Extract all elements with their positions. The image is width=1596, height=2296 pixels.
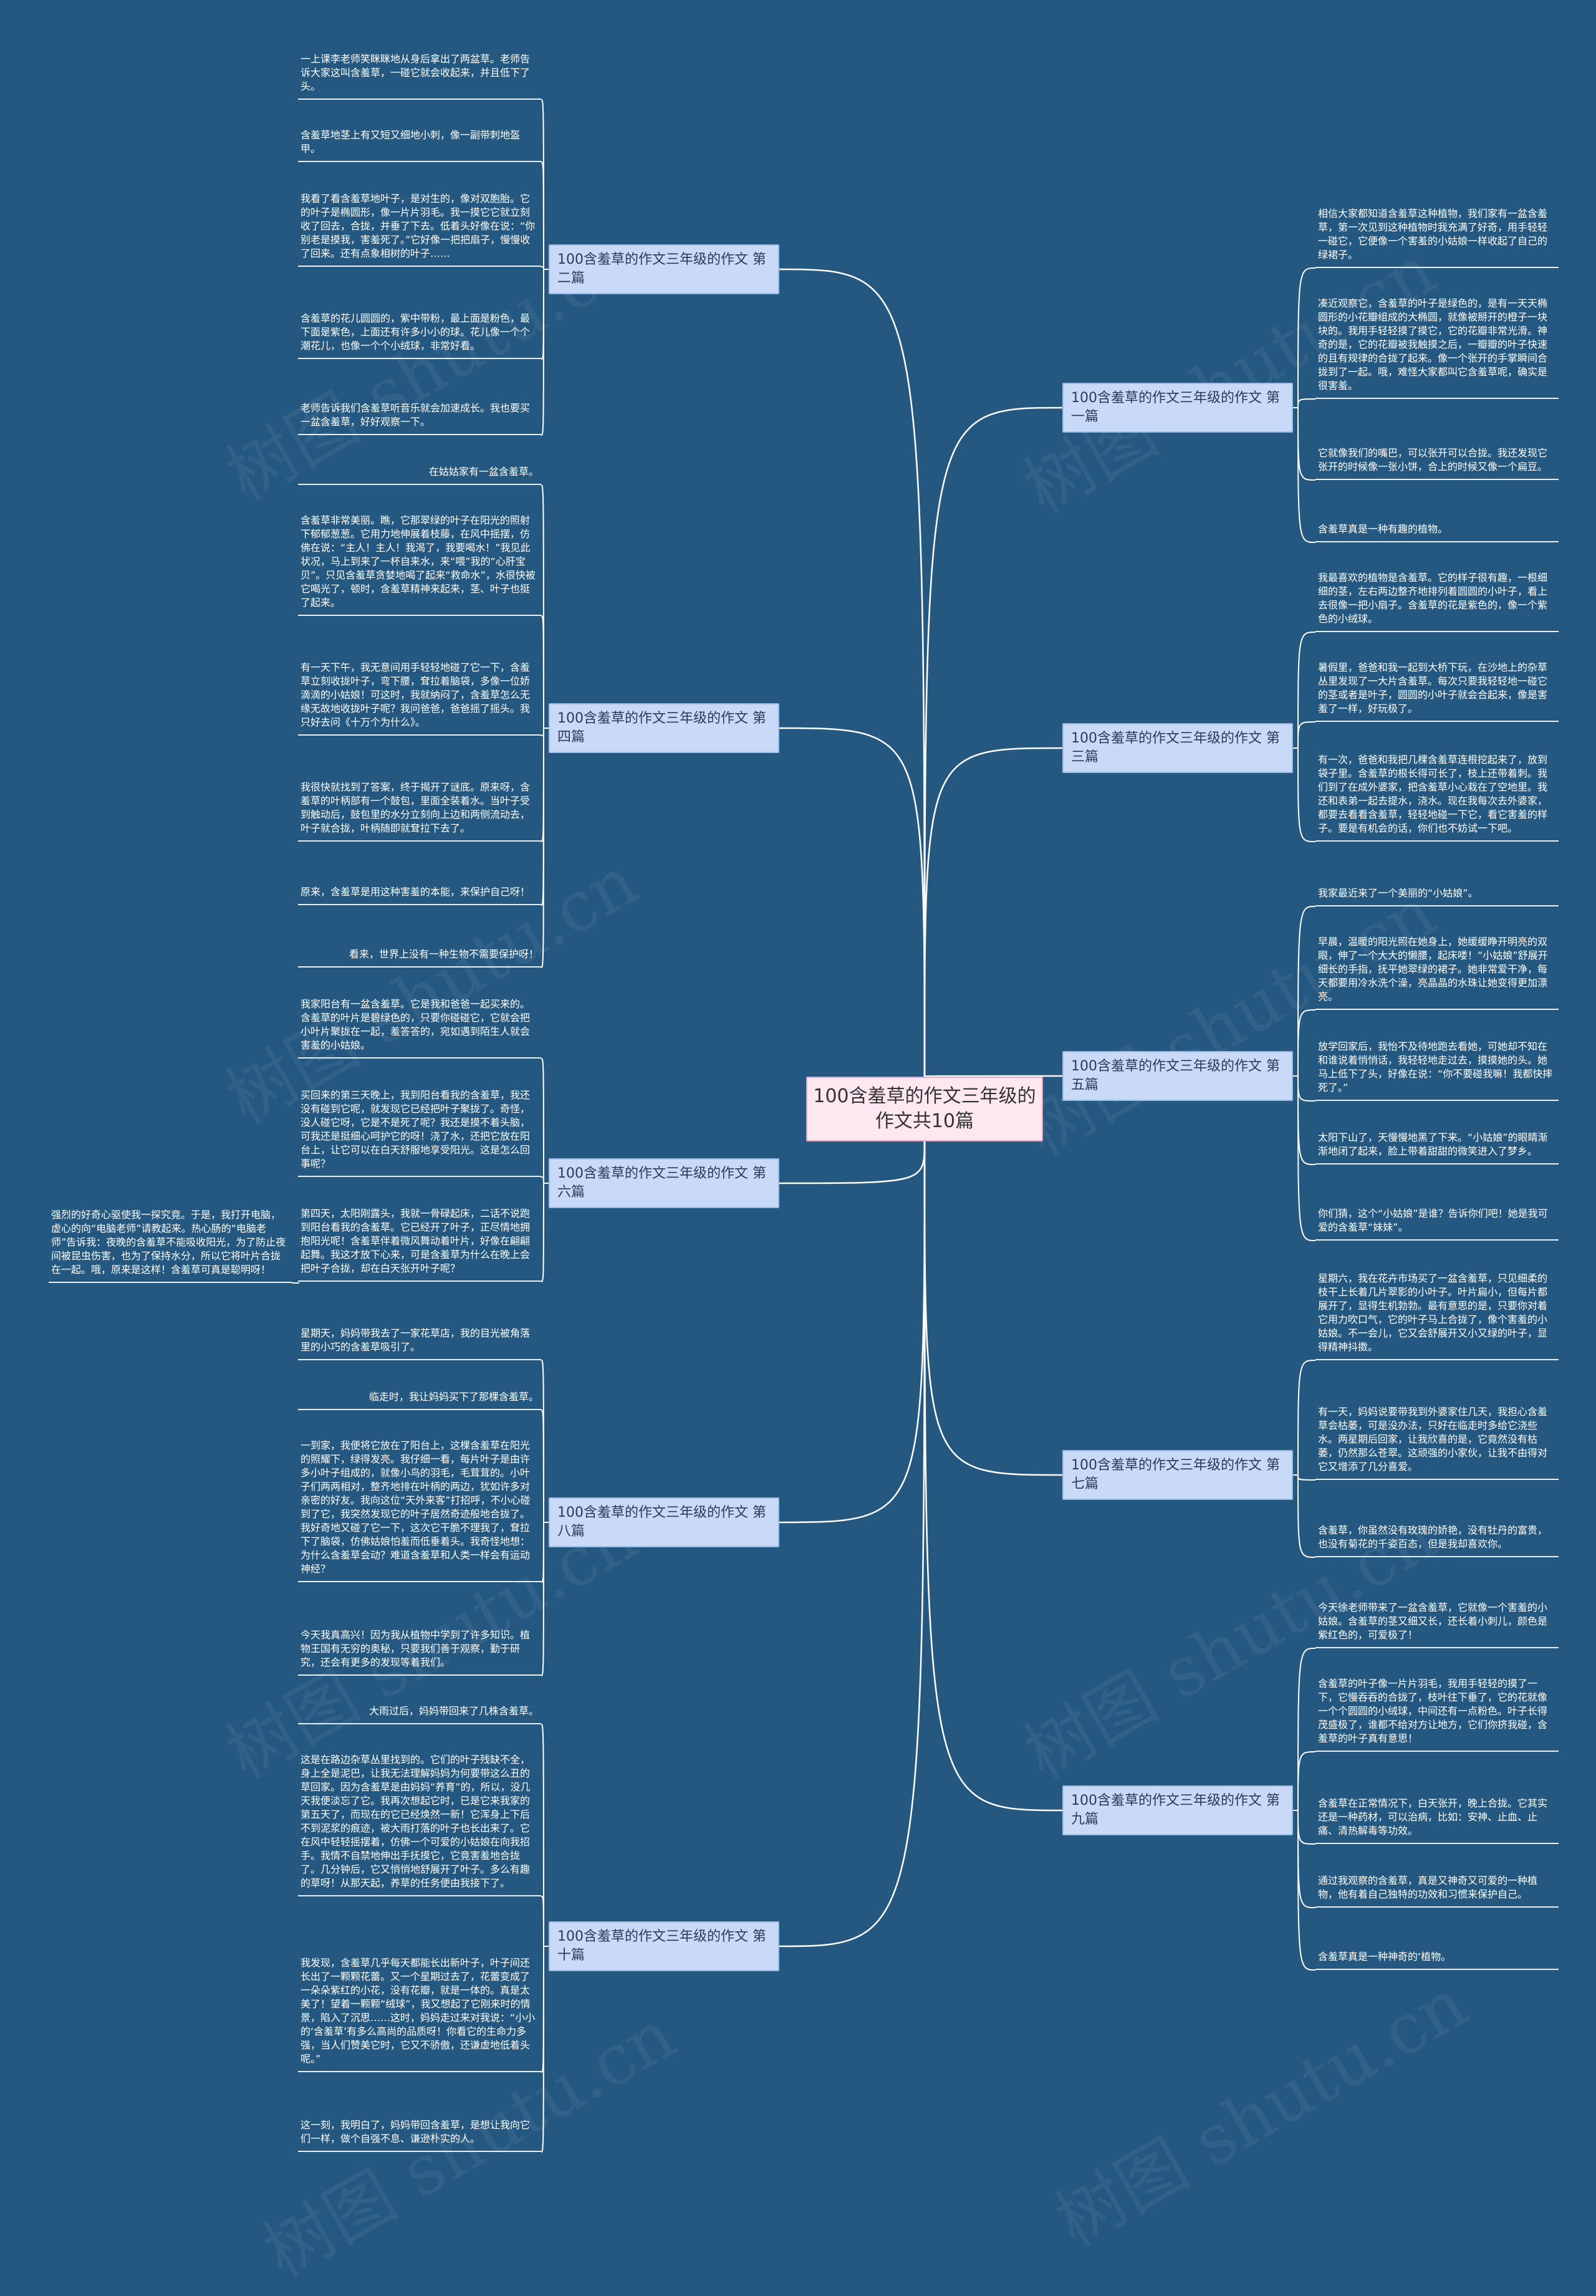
connector-line: [1297, 267, 1316, 408]
leaf-note: 放学回家后，我怡不及待地跑去看她，可她却不知在和谁说着悄悄话，我轻轻地走过去，摸…: [1315, 1040, 1559, 1101]
leaf-note: 我家阳台有一盆含羞草。它是我和爸爸一起买来的。含羞草的叶片是碧绿色的，只要你碰碰…: [298, 997, 541, 1059]
leaf-note: 有一天下午，我无意间用手轻轻地碰了它一下，含羞草立刻收拢叶子，弯下腰，耷拉着脑袋…: [298, 661, 541, 736]
connector-line: [1297, 1474, 1316, 1558]
connector-line: [1297, 1075, 1316, 1241]
connector-line: [923, 1141, 1063, 1812]
leaf-note: 凑近观察它，含羞草的叶子是绿色的，是有一天天椭圆形的小花瓣组成的大椭圆，就像被掰…: [1315, 297, 1559, 399]
connector-line: [1297, 407, 1316, 481]
leaf-note: 含羞草地茎上有又短又细地小刺，像一副带刺地盔甲。: [298, 128, 541, 162]
connector-line: [541, 1896, 544, 1947]
connector-line: [541, 266, 544, 270]
branch-topic[interactable]: 100含羞草的作文三年级的作文 第三篇: [1062, 723, 1293, 773]
branch-topic[interactable]: 100含羞草的作文三年级的作文 第一篇: [1062, 383, 1293, 433]
leaf-note: 第四天，太阳刚露头，我就一骨碌起床，二话不说跑到阳台看我的含羞草。它已经开了叶子…: [298, 1207, 541, 1282]
branch-topic[interactable]: 100含羞草的作文三年级的作文 第二篇: [549, 244, 779, 294]
leaf-note: 相信大家都知道含羞草这种植物，我们家有一盆含羞草，第一次见到这种植物时我充满了好…: [1315, 207, 1559, 268]
branch-topic[interactable]: 100含羞草的作文三年级的作文 第六篇: [549, 1158, 779, 1208]
leaf-note: 大雨过后，妈妈带回来了几株含羞草。: [298, 1704, 541, 1724]
leaf-note: 太阳下山了，天慢慢地黑了下来。“小姑娘”的眼睛渐渐地闭了起来，脸上带着甜甜的微笑…: [1315, 1131, 1559, 1165]
branch-topic[interactable]: 100含羞草的作文三年级的作文 第四篇: [549, 703, 779, 753]
connector-line: [1297, 1810, 1316, 1908]
connector-line: [1297, 1075, 1316, 1102]
connector-line: [541, 1176, 544, 1184]
leaf-note: 含羞草，你虽然没有玫瑰的娇艳，没有牡丹的富贵，也没有菊花的千姿百态，但是我却喜欢…: [1315, 1524, 1559, 1557]
leaf-note: 原来，含羞草是用这种害羞的本能，来保护自己呀！: [298, 885, 541, 905]
connector-line: [1297, 721, 1316, 749]
leaf-note: 看来，世界上没有一种生物不需要保护呀！: [298, 948, 541, 968]
leaf-note: 强烈的好奇心驱使我一探究竟。于是，我打开电脑，虚心的向“电脑老师”请教起来。热心…: [49, 1208, 292, 1283]
connector-line: [1297, 1009, 1316, 1077]
leaf-note: 我家最近来了一个美丽的“小姑娘”。: [1315, 886, 1559, 906]
leaf-note: 一到家，我便将它放在了阳台上，这棵含羞草在阳光的照耀下，绿得发亮。我仔细一看，每…: [298, 1439, 541, 1582]
leaf-note: 我最喜欢的植物是含羞草。它的样子很有趣，一根细细的茎，左右两边整齐地排列着圆圆的…: [1315, 571, 1559, 632]
leaf-note: 我很快就找到了答案，终于揭开了谜底。原来呀，含羞草的叶柄部有一个鼓包，里面全装着…: [298, 781, 541, 842]
leaf-note: 有一次，爸爸和我把几棵含羞草连根挖起来了，放到袋子里。含羞草的根长得可长了，枝上…: [1315, 753, 1559, 842]
leaf-note: 今天我真高兴！因为我从植物中学到了许多知识。植物王国有无穷的奥秘，只要我们善于观…: [298, 1628, 541, 1676]
connector-line: [923, 1141, 1063, 1476]
connector-line: [541, 1183, 544, 1282]
connector-lines: [292, 99, 1316, 2153]
connector-line: [541, 1522, 544, 1676]
leaf-note: 含羞草真是一种神奇的‘植物。: [1315, 1950, 1559, 1970]
connector-line: [779, 268, 926, 1077]
connector-line: [1297, 1810, 1316, 1971]
connector-line: [541, 1946, 544, 2153]
leaf-note: 含羞草的花儿圆圆的，紫中带粉，最上面是粉色，最下面是紫色，上面还有许多小小的球。…: [298, 312, 541, 359]
connector-line: [1297, 747, 1316, 842]
connector-line: [1297, 906, 1316, 1077]
branch-topic[interactable]: 100含羞草的作文三年级的作文 第七篇: [1062, 1450, 1293, 1500]
branch-topic[interactable]: 100含羞草的作文三年级的作文 第五篇: [1062, 1051, 1293, 1101]
connector-line: [1297, 407, 1316, 543]
leaf-note: 今天徐老师带来了一盆含羞草，它就像一个害羞的小姑娘。含羞草的茎又细又长，还长着小…: [1315, 1601, 1559, 1648]
connector-line: [541, 1724, 544, 1947]
leaf-note: 这是在路边杂草丛里找到的。它们的叶子残缺不全，身上全是泥巴，让我无法理解妈妈为何…: [298, 1753, 541, 1896]
leaf-note: 含羞草非常美丽。瞧，它那翠绿的叶子在阳光的照射下郁郁葱葱。它用力地伸展着枝藤，在…: [298, 514, 541, 616]
leaf-note: 有一天，妈妈说要带我到外婆家住几天，我担心含羞草会枯萎，可是没办法，只好在临走时…: [1315, 1405, 1559, 1480]
connector-line: [541, 615, 544, 729]
leaf-note: 含羞草的叶子像一片片羽毛，我用手轻轻的摸了一下，它慢吞吞的合拢了，枝叶往下垂了，…: [1315, 1677, 1559, 1752]
branch-topic[interactable]: 100含羞草的作文三年级的作文 第十篇: [549, 1921, 779, 1971]
leaf-note: 临走时，我让妈妈买下了那棵含羞草。: [298, 1390, 541, 1410]
leaf-note: 一上课李老师笑眯眯地从身后拿出了两盆草。老师告诉大家这叫含羞草，一碰它就会收起来…: [298, 52, 541, 100]
connector-line: [1297, 632, 1316, 749]
branch-topic[interactable]: 100含羞草的作文三年级的作文 第九篇: [1062, 1785, 1293, 1835]
leaf-note: 星期天，妈妈带我去了一家花草店，我的目光被角落里的小巧的含羞草吸引了。: [298, 1327, 541, 1360]
leaf-note: 它就像我们的嘴巴，可以张开可以合拢。我还发现它张开的时候像一张小饼，合上的时候又…: [1315, 446, 1559, 480]
leaf-note: 星期六，我在花卉市场买了一盆含羞草，只见细柔的枝干上长着几片翠影的小叶子。叶片扁…: [1315, 1272, 1559, 1360]
connector-line: [541, 1410, 544, 1523]
connector-line: [1297, 1474, 1316, 1481]
connector-line: [1297, 1075, 1316, 1165]
leaf-note: 早晨，温暖的阳光照在她身上，她缓缓睁开明亮的双眼，伸了一个大大的懒腰，起床喽！“…: [1315, 935, 1559, 1010]
leaf-note: 在姑姑家有一盆含羞草。: [298, 465, 541, 485]
connector-line: [1297, 1810, 1316, 1845]
connector-line: [541, 1058, 544, 1184]
branch-topic[interactable]: 100含羞草的作文三年级的作文 第八篇: [549, 1497, 779, 1547]
connector-line: [779, 1141, 926, 1524]
leaf-note: 含羞草真是一种有趣的植物。: [1315, 522, 1559, 542]
connector-line: [923, 1075, 1063, 1078]
leaf-note: 含羞草在正常情况下，白天张开，晚上合拢。它其实还是一种药材，可以治病，比如：安神…: [1315, 1797, 1559, 1844]
connector-line: [541, 728, 544, 968]
connector-line: [1297, 1751, 1316, 1811]
leaf-note: 买回来的第三天晚上，我到阳台看我的含羞草，我还没有碰到它呢，就发现它已经把叶子聚…: [298, 1088, 541, 1177]
leaf-note: 我看了看含羞草地叶子，是对生的，像对双胞胎。它的叶子是椭圆形，像一片片羽毛。我一…: [298, 192, 541, 267]
leaf-note: 我发现，含羞草几乎每天都能长出新叶子，叶子间还长出了一颗颗花蕾。又一个星期过去了…: [298, 1956, 541, 2072]
connector-line: [1297, 1648, 1316, 1811]
connector-line: [541, 161, 544, 270]
leaf-note: 暑假里，爸爸和我一起到大桥下玩，在沙地上的杂草丛里发现了一大片含羞草。每次只要我…: [1315, 661, 1559, 722]
central-topic[interactable]: 100含羞草的作文三年级的作文共10篇: [806, 1077, 1043, 1141]
leaf-note: 这一刻，我明白了，妈妈带回含羞草，是想让我向它们一样，做个自强不息、谦逊朴实的人…: [298, 2118, 541, 2152]
connector-line: [1297, 398, 1316, 408]
connector-line: [923, 406, 1063, 1077]
connector-line: [923, 747, 1063, 1077]
leaf-note: 通过我观察的含羞草，真是又神奇又可爱的一种植物，他有着自己独特的功效和习惯来保护…: [1315, 1874, 1559, 1908]
leaf-note: 你们猜，这个“小姑娘”是谁？告诉你们吧！她是我可爱的含羞草“妹妹”。: [1315, 1207, 1559, 1241]
connector-line: [779, 727, 926, 1077]
connector-line: [779, 1141, 926, 1948]
connector-line: [779, 1141, 926, 1184]
connector-line: [541, 269, 544, 436]
connector-line: [1297, 1360, 1316, 1476]
leaf-note: 老师告诉我们含羞草听音乐就会加速成长。我也要买一盆含羞草，好好观察一下。: [298, 401, 541, 435]
